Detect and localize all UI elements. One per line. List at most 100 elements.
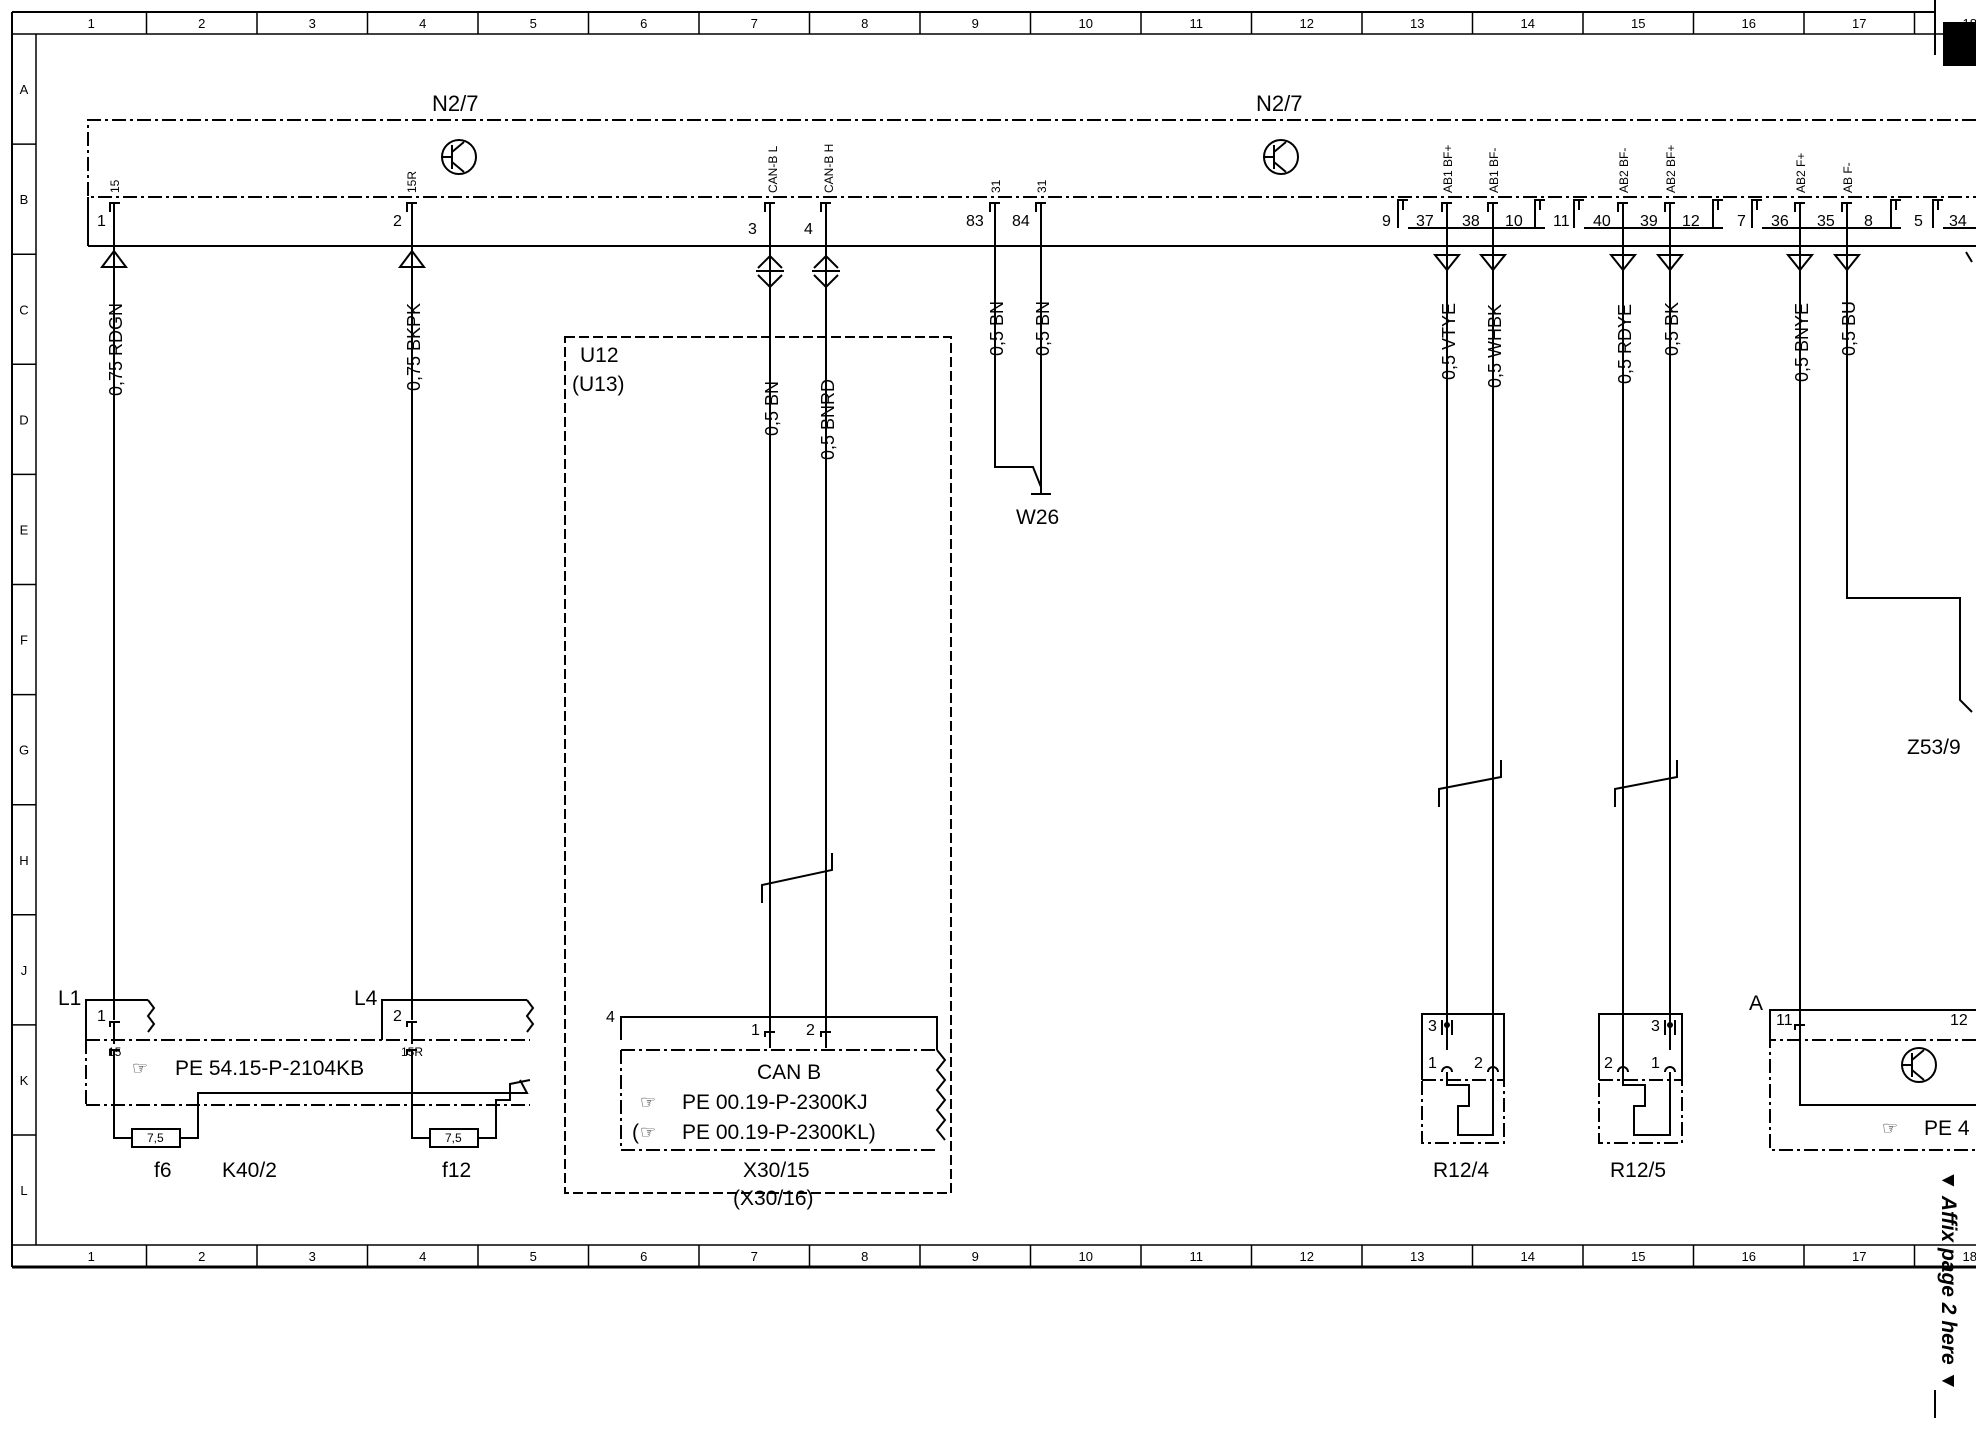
grid-column-label: 14 [1521,16,1535,31]
grid-column-label: 17 [1852,16,1866,31]
pin-signal-label: CAN-B L [766,145,780,193]
grid-row-label: C [19,302,28,317]
grid-column-label: 11 [1190,1249,1204,1264]
signal-labels: 15 15R CAN-B L CAN-B H 31 31 AB1 BF+ AB1… [108,144,1855,193]
pin-number: 7 [1737,213,1746,230]
grid-row-label: L [20,1183,27,1198]
grid-column-label: 11 [1190,16,1204,31]
can-b-label: CAN B [757,1061,821,1084]
pin-signal-label: AB2 F+ [1794,153,1808,193]
hand-pointer-icon: ☞ [1882,1118,1898,1138]
r12-5-pin-1: 1 [1651,1055,1660,1072]
x30-pin-4: 4 [606,1009,615,1026]
r12-5-sensor [1598,1013,1683,1144]
pin-number: 2 [393,213,402,230]
n2-7-label-left: N2/7 [432,91,478,116]
grid-row-label: J [21,963,28,978]
pin-number: 36 [1771,213,1789,230]
grid-column-label: 13 [1410,1249,1424,1264]
n2-7-module [87,119,1976,247]
grid-column-label: 3 [309,16,316,31]
r12-4-pin-3: 3 [1428,1018,1437,1035]
affix-note: ▼ Affix page 2 here ▼ [1937,1170,1960,1391]
grid-column-label: 9 [972,16,979,31]
grid-column-label: 1 [88,1249,95,1264]
k40-pin-15r: 15R [401,1045,423,1059]
pin-numbers: 1 2 3 4 83 84 9 37 38 10 11 40 39 12 7 3… [97,213,1967,238]
grid-row-label: B [20,192,29,207]
l1-label: L1 [58,987,81,1010]
w26-label: W26 [1016,506,1059,529]
wire-label: 0,5 WHBK [1485,304,1505,388]
grid-column-label: 5 [530,16,537,31]
x30-15-connector [620,1016,947,1151]
grid-column-label: 15 [1631,16,1645,31]
pin-signal-label: AB2 BF+ [1664,145,1678,193]
l1-pin: 1 [97,1008,106,1025]
grid-column-label: 18 [1963,16,1976,31]
connector-pins [109,199,1976,229]
grid-column-label: 10 [1079,1249,1093,1264]
x30-pin-1: 1 [751,1022,760,1039]
grid-column-label: 2 [198,1249,205,1264]
r12-4-pin-2: 2 [1474,1055,1483,1072]
r12-4-label: R12/4 [1433,1159,1489,1182]
wire-label: 0,75 BKPK [404,303,424,391]
wire-labels: 0,75 RDGN 0,75 BKPK 0,5 BN 0,5 BNRD 0,5 … [106,301,1859,460]
wire-label: 0,5 BN [1033,301,1053,356]
connector-a-label: A [1749,992,1763,1015]
pin-signal-label: AB F- [1841,162,1855,193]
pin-number: 84 [1012,213,1030,230]
wire-label: 0,5 RDYE [1615,304,1635,384]
z53-9-label: Z53/9 [1907,736,1961,759]
grid-column-label: 7 [751,1249,758,1264]
r12-5-label: R12/5 [1610,1159,1666,1182]
grid-column-label: 17 [1852,1249,1866,1264]
grid-row-label: K [20,1073,29,1088]
grid-column-label: 15 [1631,1249,1645,1264]
grid-ticks: 1122334455667788991010111112121313141415… [12,12,1976,1267]
wire-label: 0,5 VTYE [1439,303,1459,380]
pin-number: 3 [748,221,757,238]
wire-label: 0,75 RDGN [106,303,126,396]
grid-row-label: D [19,412,28,427]
module-pin-11: 11 [1776,1012,1793,1029]
pin-signal-label: AB1 BF- [1487,148,1501,193]
pin-number: 38 [1462,213,1480,230]
grid-column-label: 6 [640,16,647,31]
grid-column-label: 12 [1300,1249,1314,1264]
hand-pointer-icon: ☞ [132,1058,148,1078]
fuse-f12-value: 7,5 [445,1131,462,1145]
grid-column-label: 10 [1079,16,1093,31]
x30-16-label: (X30/16) [733,1187,814,1210]
k40-reference: PE 54.15-P-2104KB [175,1057,364,1080]
pin-number: 37 [1416,213,1434,230]
pin-number: 8 [1864,213,1873,230]
grid-column-label: 3 [309,1249,316,1264]
pin-signal-label: CAN-B H [822,144,836,193]
grid-row-label: A [20,82,29,97]
wire-label: 0,5 BNRD [818,379,838,460]
grid-column-label: 6 [640,1249,647,1264]
pin-number: 4 [804,221,813,238]
grid-column-label: 4 [419,16,426,31]
r12-4-pin-1: 1 [1428,1055,1437,1072]
wire-label: 0,5 BK [1662,302,1682,356]
transistor-icon [441,139,477,175]
l4-label: L4 [354,987,378,1010]
pin-number: 40 [1593,213,1611,230]
k40-pin-15: 15 [108,1045,122,1059]
grid-column-label: 2 [198,16,205,31]
pin-signal-label: 31 [989,179,1003,193]
pin-number: 9 [1382,213,1391,230]
u13-label: (U13) [572,373,625,396]
grid-column-label: 7 [751,16,758,31]
grid-column-label: 13 [1410,16,1424,31]
can-reference-2: PE 00.19-P-2300KL) [682,1121,876,1144]
wire-label: 0,5 BN [762,381,782,436]
wire-label: 0,5 BU [1839,301,1859,356]
wire-label: 0,5 BNYE [1792,303,1812,382]
hand-pointer-icon: ☞ [640,1092,656,1112]
r12-4-sensor [1421,1013,1505,1144]
grid-row-label: G [19,743,29,758]
